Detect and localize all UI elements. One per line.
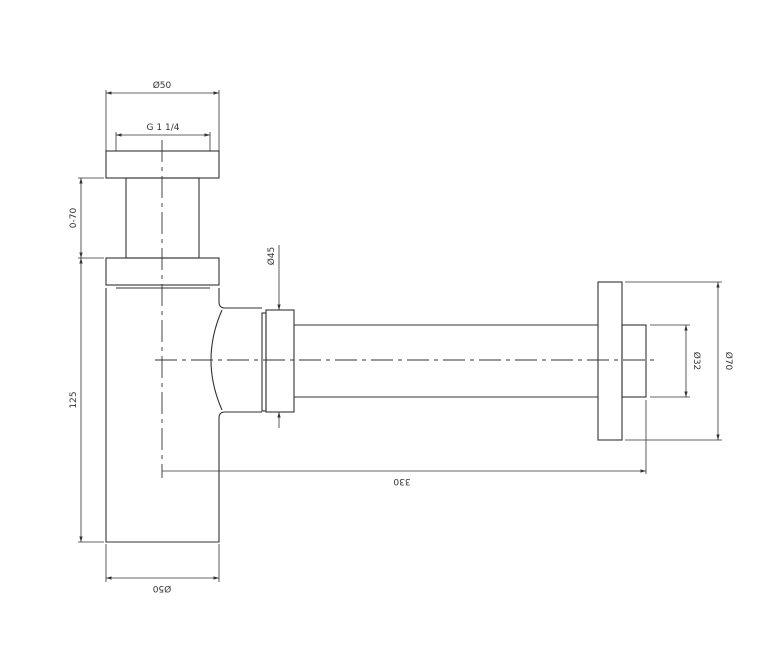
trap-body: [105, 150, 647, 543]
outlet-ring: [261, 312, 267, 412]
extension-lines: [625, 281, 722, 441]
extension-lines: [105, 544, 220, 582]
dim-thread: G 1 1/4: [147, 123, 180, 133]
wall-flange: [597, 281, 623, 441]
drain-pipe: [294, 324, 598, 398]
extension-neck: [125, 177, 200, 259]
dim-top-diameter: Ø50: [153, 80, 172, 91]
dim-body-height: 125: [69, 391, 79, 408]
dim-pipe-diameter: Ø32: [691, 352, 702, 371]
outlet-nut: [265, 309, 295, 413]
wall-spigot: [621, 324, 647, 398]
dim-bottom-diameter: Ø50: [152, 583, 171, 594]
extension-lines: [105, 90, 220, 151]
dim-height-adjust: 0-70: [69, 208, 79, 229]
extension-lines: [650, 324, 690, 398]
dimensions: Ø50 G 1 1/4 0-70 125 Ø45 330 Ø32 Ø70 Ø50: [69, 80, 734, 594]
extension-lines: [78, 177, 104, 543]
centerlines: [155, 140, 656, 478]
collar: [105, 257, 220, 286]
dim-pipe-length: 330: [393, 476, 410, 486]
body-outline: [105, 288, 262, 543]
dim-flange-diameter: Ø70: [723, 352, 734, 371]
dim-outlet-diameter: Ø45: [266, 247, 277, 266]
top-cap: [105, 150, 220, 179]
